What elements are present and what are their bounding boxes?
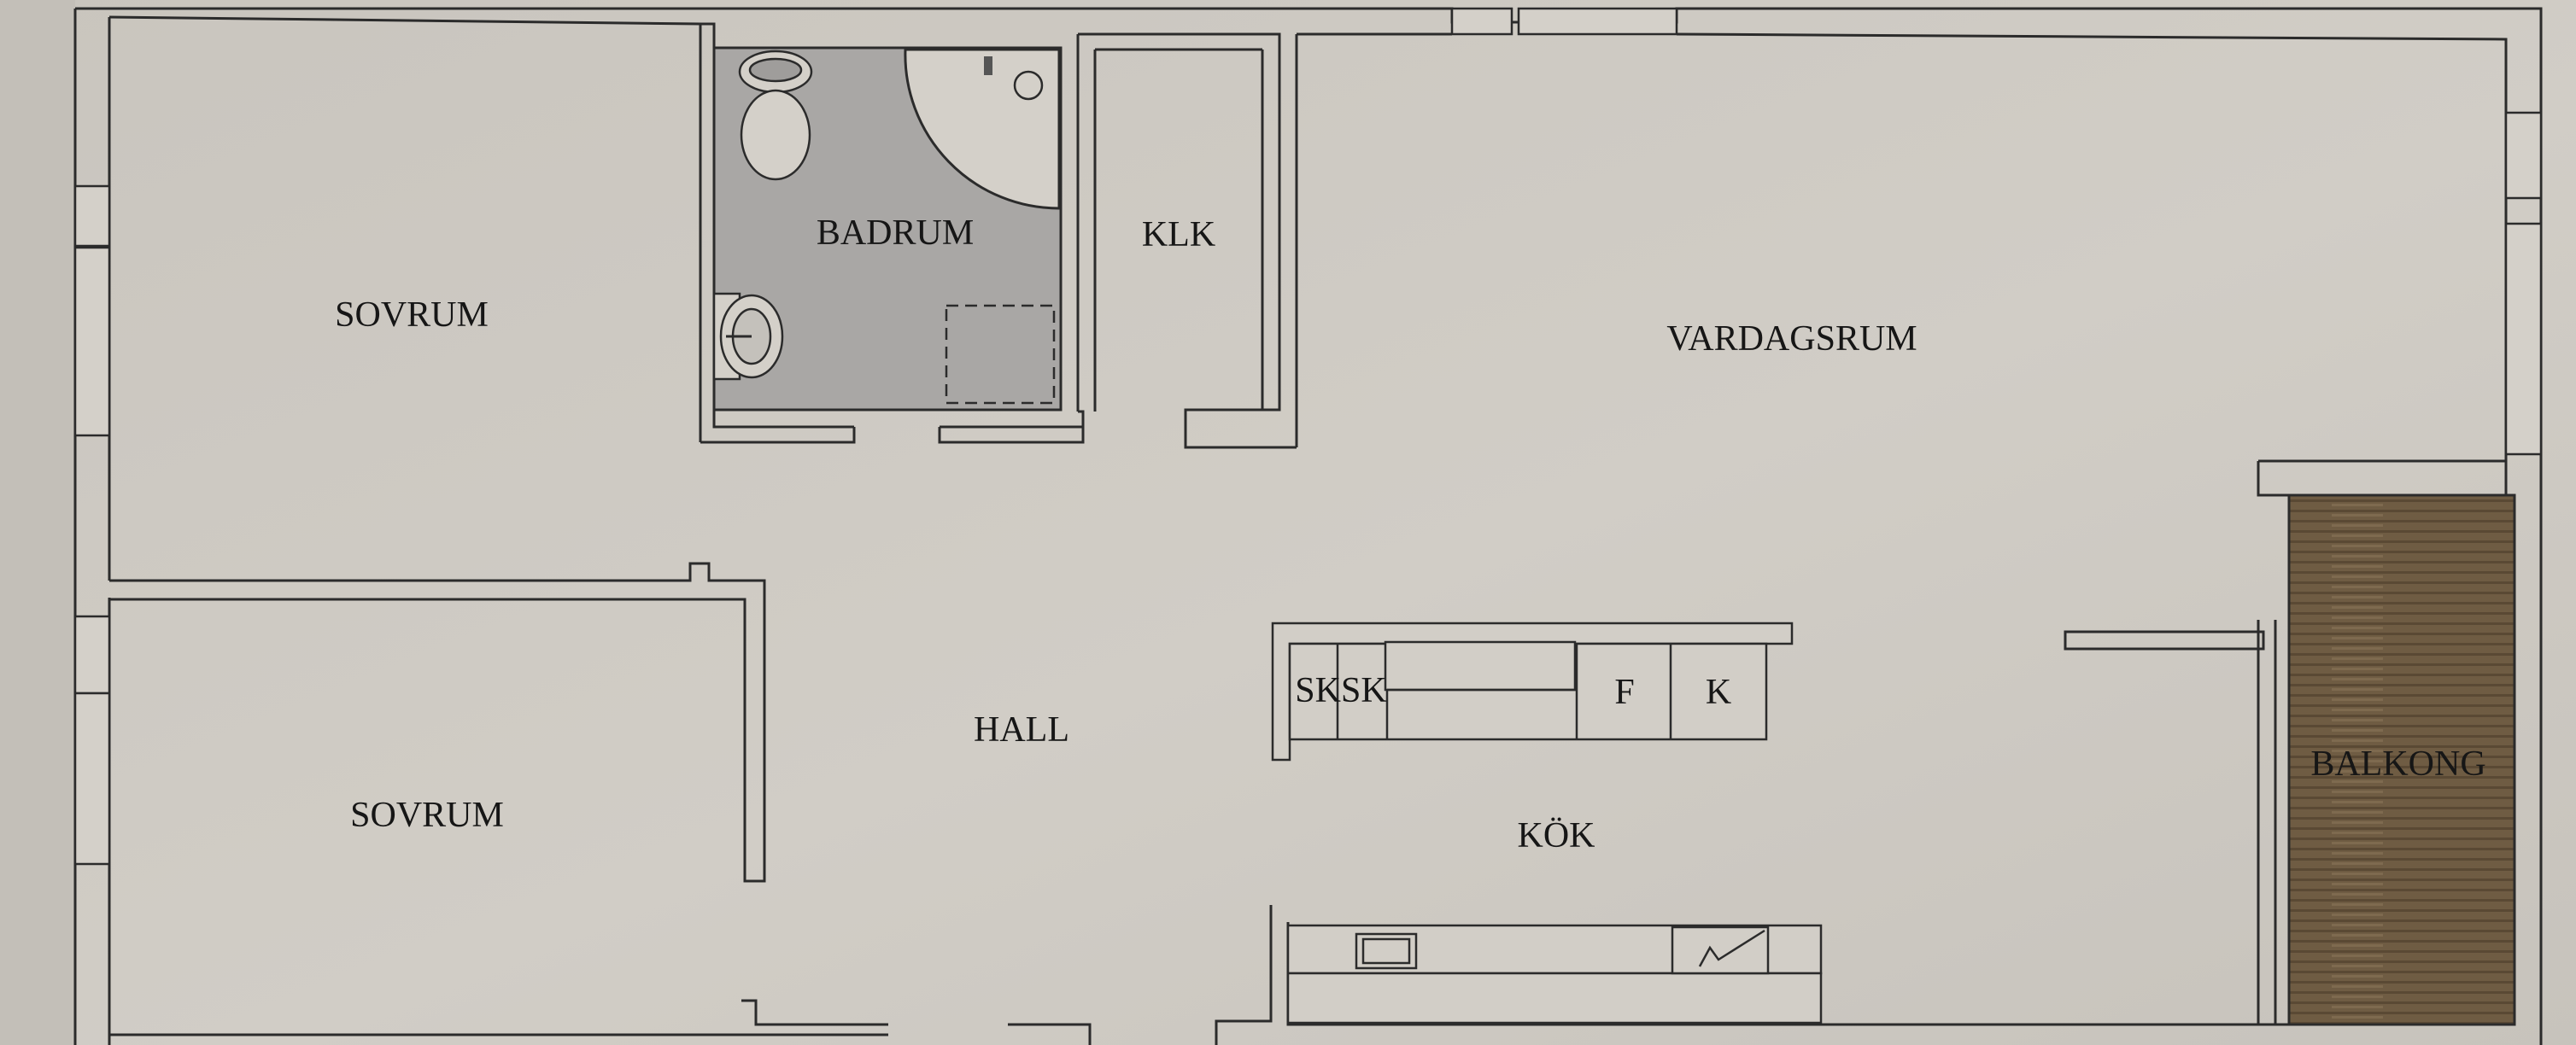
toilet-icon [738,50,813,181]
sink-icon [712,292,784,381]
label-kok: KÖK [1518,816,1595,855]
windows-left [73,184,111,866]
label-sovrum-1: SOVRUM [335,295,489,335]
bathroom [712,46,1063,412]
windows-right [2504,111,2543,456]
windows-top [1450,7,1678,36]
washing-machine-placeholder [945,304,1056,405]
left-margin-shade [0,0,75,1045]
kitchen-counter-upper [1271,622,1794,762]
label-badrum: BADRUM [817,213,974,253]
label-sovrum-2: SOVRUM [350,796,504,835]
room-labels: SOVRUM BADRUM KLK VARDAGSRUM SOVRUM HALL… [335,213,2486,855]
dishwasher-icon [1671,925,1770,975]
label-freezer-k: K [1706,673,1731,712]
balcony-deck [2287,493,2516,1026]
label-balkong: BALKONG [2310,744,2485,784]
shower-head-icon [984,56,992,75]
label-hall: HALL [974,710,1069,750]
drain-icon [1013,70,1044,101]
label-sksk: SKSK [1295,671,1386,710]
kitchen-counter-lower [1286,924,1823,1025]
label-fridge-f: F [1614,673,1634,712]
label-vardagsrum: VARDAGSRUM [1666,319,1917,359]
label-klk: KLK [1142,215,1215,254]
